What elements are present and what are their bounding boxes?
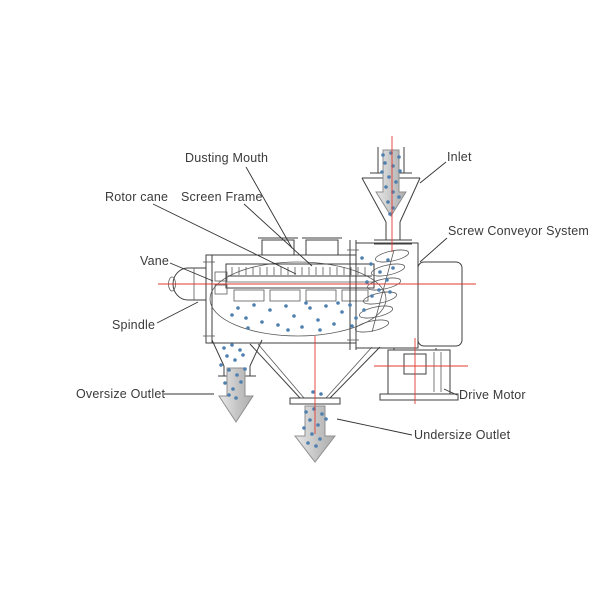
leader-vane [169, 262, 214, 282]
centerlines [158, 136, 476, 434]
right-casing [347, 240, 419, 350]
oversize-flow-arrow [218, 367, 254, 423]
leader-screen-frame [243, 203, 313, 267]
particles-chamber [230, 301, 366, 332]
machine-body [203, 254, 387, 344]
label-inlet: Inlet [447, 150, 472, 164]
particles-oversize [219, 343, 247, 400]
vane-parts [214, 271, 228, 295]
label-screw-conveyor: Screw Conveyor System [448, 224, 590, 238]
leader-undersize-outlet [336, 418, 413, 436]
label-oversize-outlet: Oversize Outlet [76, 387, 166, 401]
rotor-canes [231, 267, 366, 275]
label-spindle: Spindle [112, 318, 156, 332]
label-drive-motor: Drive Motor [459, 388, 526, 402]
side-panel [417, 261, 463, 347]
inlet-flow-arrow [375, 149, 407, 217]
particles-screw [360, 256, 395, 298]
inlet-assembly [361, 147, 421, 245]
leader-screw-conveyor [419, 237, 448, 263]
leader-spindle [156, 301, 199, 324]
label-screen-frame: Screen Frame [181, 190, 263, 204]
dusting-mouth-ports [258, 237, 342, 256]
label-rotor-cane: Rotor cane [105, 190, 169, 204]
particles-undersize [302, 390, 328, 448]
leader-drive-motor [443, 388, 458, 396]
label-undersize-outlet: Undersize Outlet [414, 428, 511, 442]
label-vane: Vane [140, 254, 170, 268]
drive-motor-assembly [379, 348, 459, 401]
screen-frame-assembly [225, 263, 375, 302]
label-dusting-mouth: Dusting Mouth [185, 151, 269, 165]
leader-inlet [419, 161, 447, 184]
leader-rotor-cane [152, 203, 297, 275]
leader-dusting-mouth [245, 166, 293, 249]
screw-conveyor [354, 249, 410, 333]
leader-lines [152, 161, 458, 436]
